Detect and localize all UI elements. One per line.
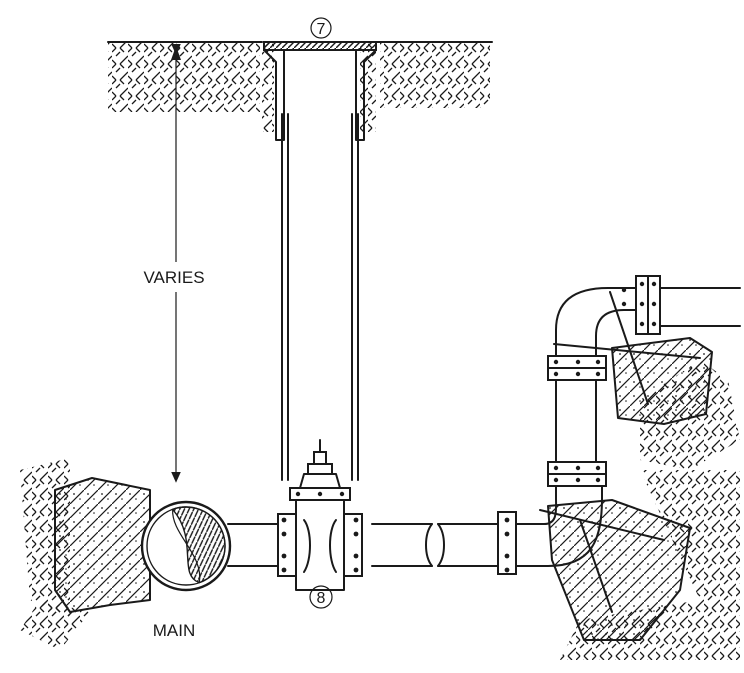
lower-thrust-block: [547, 499, 691, 641]
valve-box-top-right-wall: [355, 49, 377, 141]
valve-box-top-section: [263, 41, 377, 141]
valve-left-flange: [277, 513, 297, 577]
main-thrust-block: [54, 477, 151, 613]
main-label: MAIN: [153, 621, 196, 640]
lower-bend-thrust-block: [539, 470, 740, 660]
callout-7-label: 7: [317, 21, 326, 38]
callout-8-label: 8: [317, 590, 326, 607]
valve-right-flange: [343, 513, 363, 577]
upper-thrust-block: [611, 337, 713, 425]
branch-pipe: [227, 523, 501, 567]
valve-operating-nut-base: [307, 463, 333, 475]
water-main-pipe: [140, 500, 232, 592]
callout-8: 8: [309, 585, 333, 609]
right-flange: [497, 511, 517, 575]
ground-surface-soil: [107, 41, 493, 132]
upper-bend-thrust-block: [553, 291, 740, 470]
valve-box-lid: [263, 41, 377, 51]
main-thrust-block-and-soil: [20, 458, 151, 650]
valve-box-riser-pipe: [281, 113, 359, 481]
pipe-break-left: [425, 523, 433, 567]
depth-dimension-line: VARIES: [143, 44, 205, 483]
callout-7: 7: [310, 17, 332, 39]
valve-operating-nut: [313, 451, 327, 465]
gate-valve: [277, 439, 363, 591]
varies-label: VARIES: [143, 268, 204, 287]
pipe-break-right: [437, 523, 445, 567]
valve-box-top-left-wall: [263, 49, 285, 141]
